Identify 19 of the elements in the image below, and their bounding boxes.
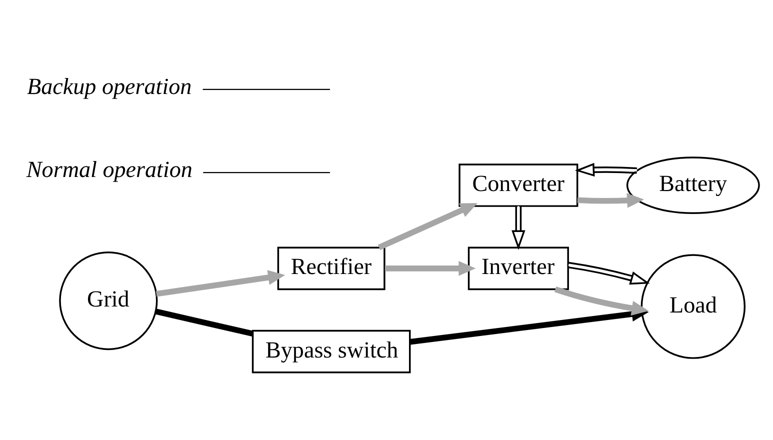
node-box: Rectifier xyxy=(277,246,386,290)
node-text: Backup operation xyxy=(26,72,192,99)
arrow xyxy=(384,260,476,276)
node-circle: Grid xyxy=(59,250,158,350)
arrow xyxy=(378,202,478,250)
arrow xyxy=(568,261,650,284)
node-text: Normal operation xyxy=(26,156,192,182)
arrow xyxy=(156,270,286,296)
arrow xyxy=(577,192,644,208)
connector xyxy=(202,88,330,90)
connector xyxy=(203,172,330,173)
node-box: Inverter xyxy=(468,246,569,290)
node-circle: Load xyxy=(640,254,746,358)
connector xyxy=(155,308,254,336)
node-box: Bypass switch xyxy=(252,329,411,373)
arrow xyxy=(574,162,638,176)
arrow xyxy=(512,206,526,250)
arrow xyxy=(554,286,649,316)
node-box: Converter xyxy=(458,163,578,206)
